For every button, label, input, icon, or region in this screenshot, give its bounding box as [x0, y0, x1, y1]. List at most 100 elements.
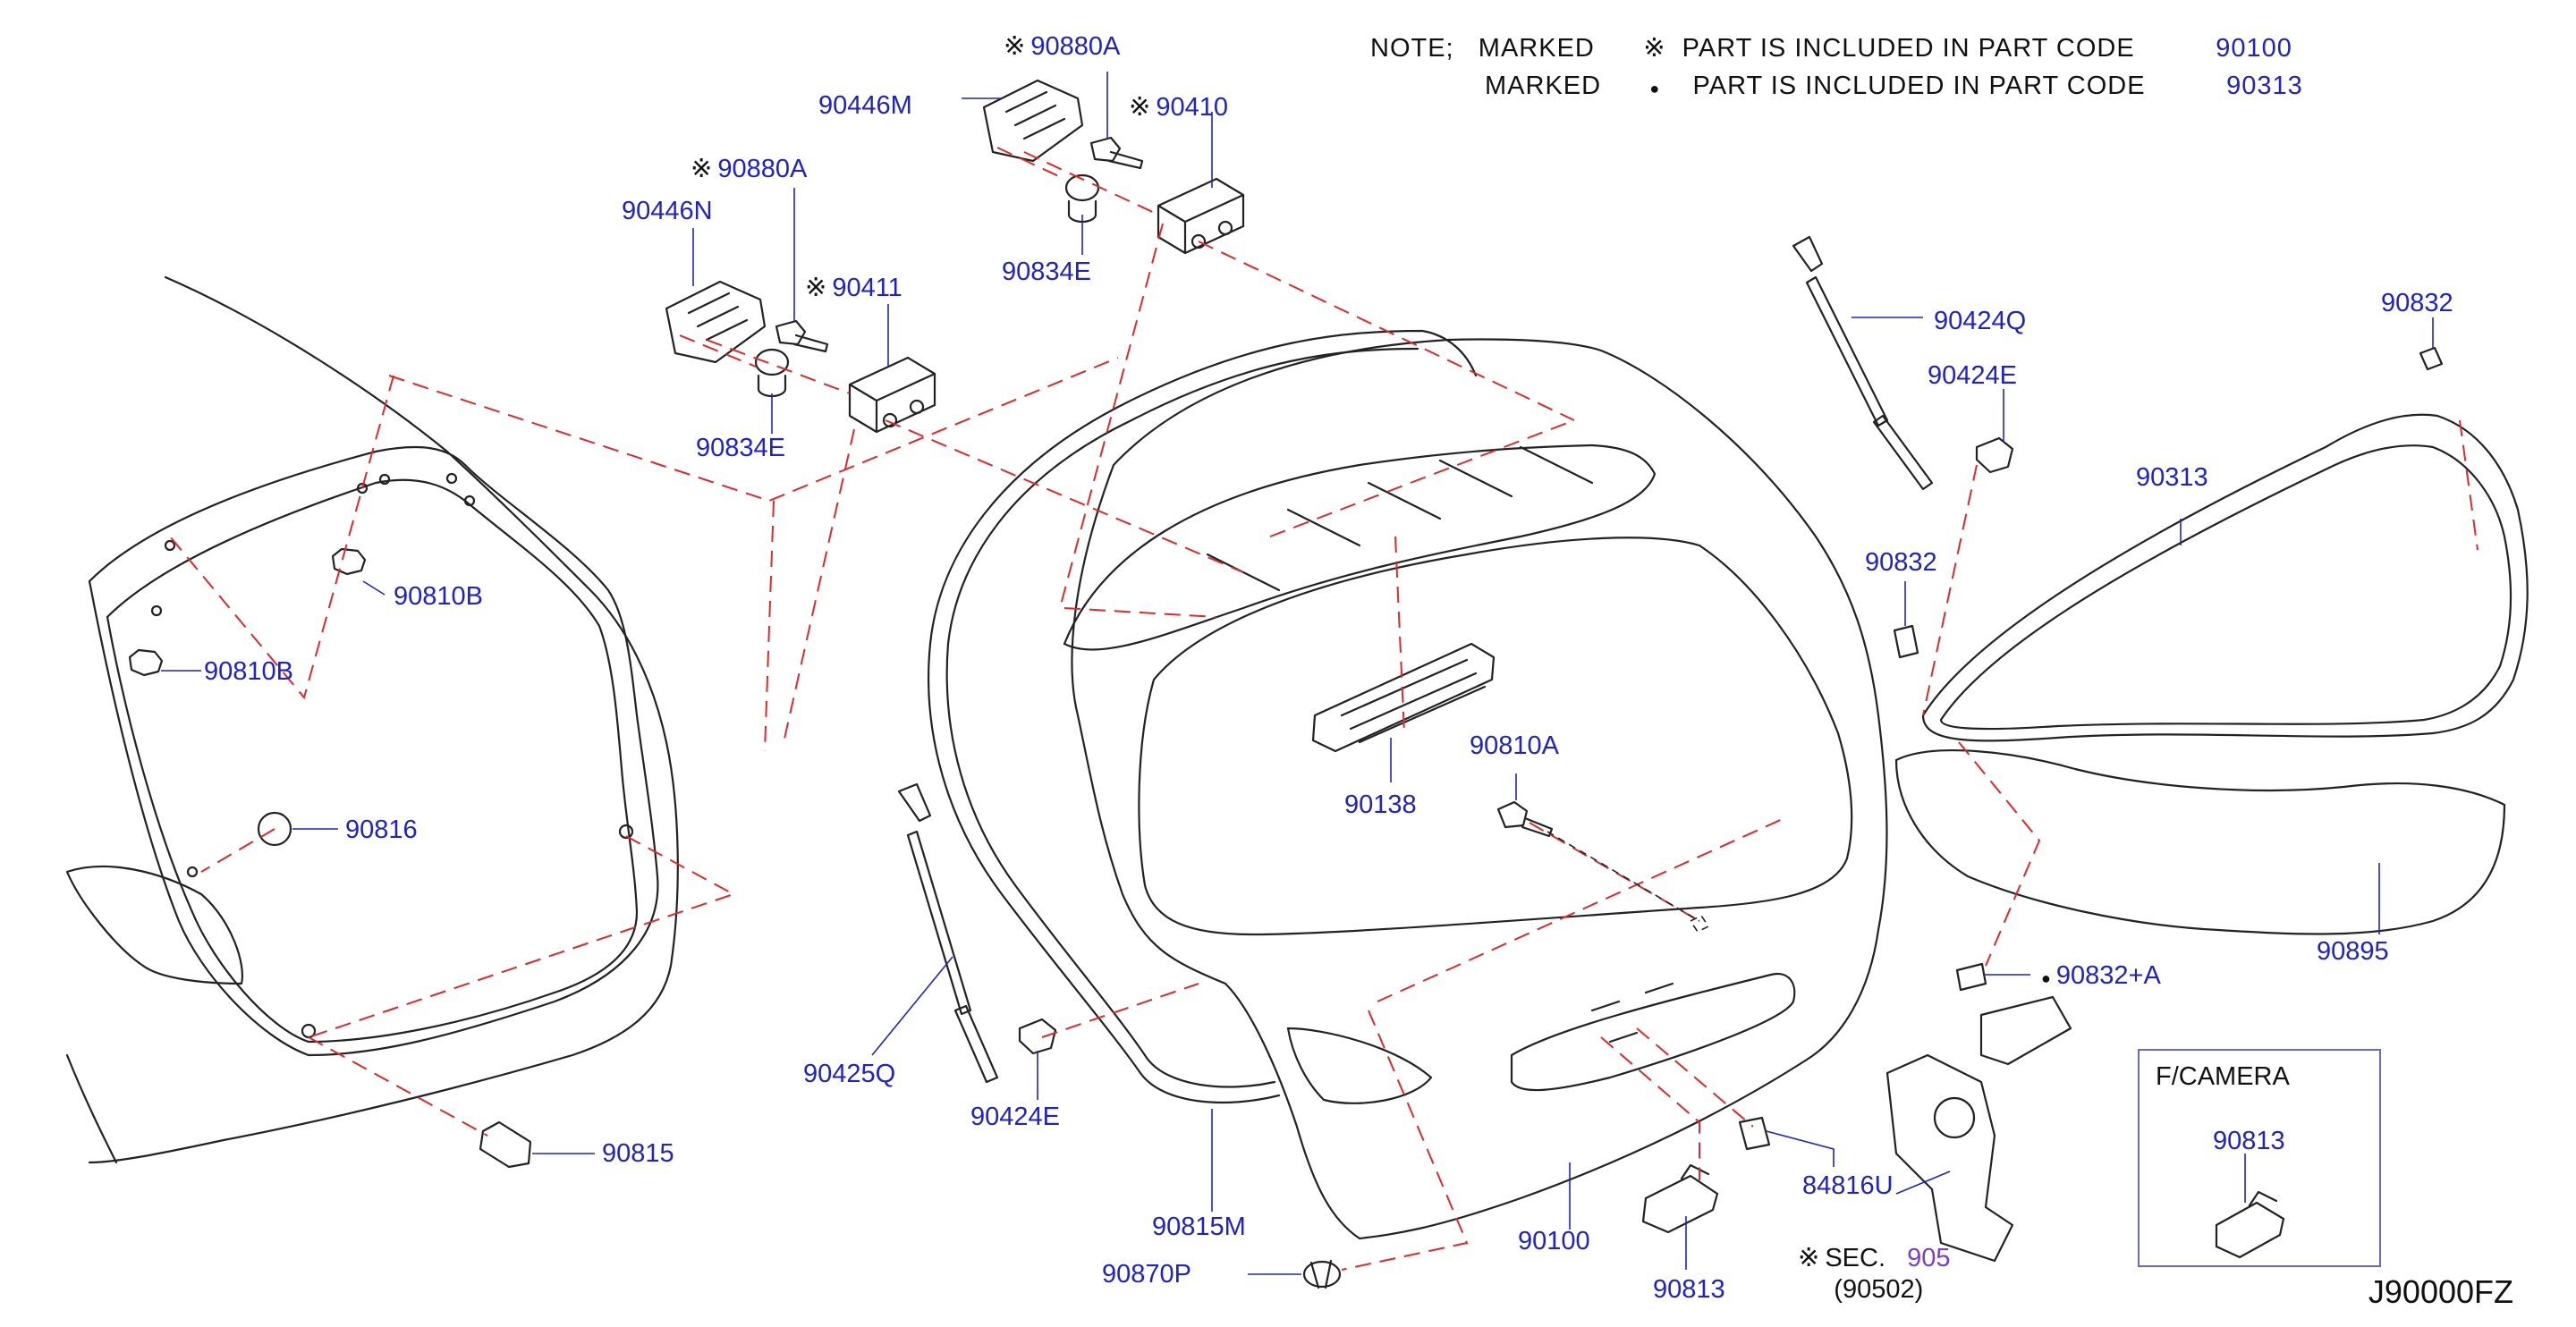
guide-3 [764, 500, 775, 752]
part-90446n-detail [687, 292, 749, 342]
leader-90810b-1 [362, 580, 386, 596]
guide-9 [1023, 151, 1159, 216]
label-text: 90832+A [2055, 961, 2161, 990]
note-prefix: NOTE; [1370, 34, 1454, 63]
part-90870p [1302, 1259, 1342, 1289]
label-90832-mid[interactable]: 90832 [1865, 548, 1937, 577]
label-90834e-top[interactable]: 90834E [1002, 258, 1091, 286]
label-90410[interactable]: ※90410 [1129, 95, 1228, 121]
asterisk-mark: ※ [691, 155, 713, 183]
sec-number: 905 [1907, 1244, 1951, 1272]
label-inset-90813[interactable]: 90813 [2213, 1127, 2285, 1155]
label-90425q[interactable]: 90425Q [803, 1060, 896, 1088]
label-90424q[interactable]: 90424Q [1934, 307, 2027, 335]
guide-23 [1636, 1027, 1754, 1128]
guide-26 [1958, 741, 2041, 967]
body-hole-8 [618, 824, 634, 840]
label-90411[interactable]: ※90411 [805, 275, 902, 301]
quarter-panel [65, 865, 243, 985]
label-90100[interactable]: 90100 [1518, 1227, 1590, 1255]
sec-reference[interactable]: ※SEC. 905 (90502) [1798, 1243, 1951, 1306]
asterisk-mark: ※ [1129, 93, 1151, 122]
label-90810b-2[interactable]: 90810B [204, 657, 293, 686]
part-90880a-top [1089, 136, 1144, 170]
guide-24 [1922, 464, 1978, 716]
label-90880a-left[interactable]: ※90880A [691, 156, 807, 182]
dot-mark: ● [2041, 969, 2051, 987]
body-lower [65, 1053, 118, 1164]
label-90815m[interactable]: 90815M [1152, 1213, 1246, 1241]
label-84816u[interactable]: 84816U [1802, 1171, 1894, 1200]
note-line-1: NOTE; MARKED ※ PART IS INCLUDED IN PART … [1370, 36, 2292, 62]
label-text: 90880A [1030, 32, 1121, 61]
label-90880a-top[interactable]: ※90880A [1004, 34, 1120, 60]
label-90832-top[interactable]: 90832 [2381, 289, 2453, 317]
label-text: 90880A [717, 155, 808, 183]
guide-6 [885, 419, 1244, 573]
note-line-2: MARKED ● PART IS INCLUDED IN PART CODE 9… [1485, 73, 2303, 99]
part-90815 [479, 1120, 532, 1169]
label-90810a[interactable]: 90810A [1470, 731, 1559, 760]
back-door-spoiler-lines [1206, 445, 1594, 592]
sec-sub: (90502) [1834, 1274, 1924, 1304]
label-90895[interactable]: 90895 [2317, 937, 2389, 966]
label-90813[interactable]: 90813 [1653, 1275, 1725, 1304]
guide-20 [1377, 817, 1785, 1002]
window-lower-edge [106, 615, 310, 1044]
part-90816 [257, 811, 292, 847]
back-door-outline [1071, 338, 1888, 1240]
part-90424e-upper [1975, 436, 2014, 474]
leader-905 [1895, 1171, 1951, 1195]
label-90834e-left[interactable]: 90834E [696, 434, 785, 462]
guide-21 [1341, 1010, 1469, 1271]
leader-90425q [871, 956, 953, 1056]
guide-12 [1063, 607, 1217, 618]
back-door-glass [1138, 537, 1853, 936]
asterisk-mark: ※ [1798, 1244, 1820, 1272]
inset-box-f-camera [2138, 1049, 2381, 1267]
label-90424e-upper[interactable]: 90424E [1928, 361, 2017, 390]
diagram-code: J90000FZ [2368, 1273, 2513, 1310]
part-90410-hole-1 [1191, 233, 1207, 249]
weatherstrip-90815m-lower [928, 642, 1281, 1104]
guide-4 [679, 334, 757, 368]
guide-15 [308, 1036, 488, 1137]
label-90313[interactable]: 90313 [2136, 463, 2208, 492]
part-90810b-upper [331, 547, 367, 576]
guide-13 [1269, 419, 1575, 537]
window-lower-edge-2 [88, 579, 310, 1057]
inset-title: F/CAMERA [2156, 1062, 2290, 1091]
label-90816[interactable]: 90816 [345, 816, 418, 844]
trim-handle [1590, 982, 1674, 1044]
license-recess [1510, 972, 1796, 1092]
label-90870p[interactable]: 90870P [1102, 1260, 1191, 1289]
weatherstrip-90815m [928, 329, 1478, 646]
asterisk-mark: ※ [805, 274, 827, 302]
car-body-outline [88, 275, 679, 1164]
label-90832a[interactable]: ●90832+A [2041, 963, 2161, 989]
inset-part-90813 [2215, 1190, 2285, 1259]
label-90424e-lower[interactable]: 90424E [970, 1103, 1060, 1131]
part-90834e-left [754, 348, 790, 398]
part-90410-hole-2 [1217, 220, 1233, 236]
guide-8 [996, 147, 1065, 180]
note-marked-1: MARKED [1478, 34, 1595, 63]
label-text: 90410 [1156, 93, 1228, 122]
label-90446n[interactable]: 90446N [622, 197, 713, 225]
label-90810b-1[interactable]: 90810B [394, 582, 483, 611]
glass-90313-inner [1939, 444, 2512, 731]
body-hole-6 [150, 604, 163, 617]
part-90880a-left [775, 319, 829, 353]
guide-1 [388, 357, 1119, 503]
guide-14 [308, 835, 736, 1038]
label-90446m[interactable]: 90446M [818, 91, 912, 120]
window-frame-outer [88, 445, 659, 1057]
part-905-gear [1933, 1096, 1976, 1139]
guide-25 [2459, 419, 2479, 551]
guide-2 [169, 375, 394, 700]
guide-bolt [1546, 831, 1700, 922]
label-90138[interactable]: 90138 [1344, 790, 1417, 819]
label-90815[interactable]: 90815 [602, 1139, 674, 1168]
label-text: 90411 [832, 274, 902, 302]
part-90810a [1496, 800, 1554, 838]
